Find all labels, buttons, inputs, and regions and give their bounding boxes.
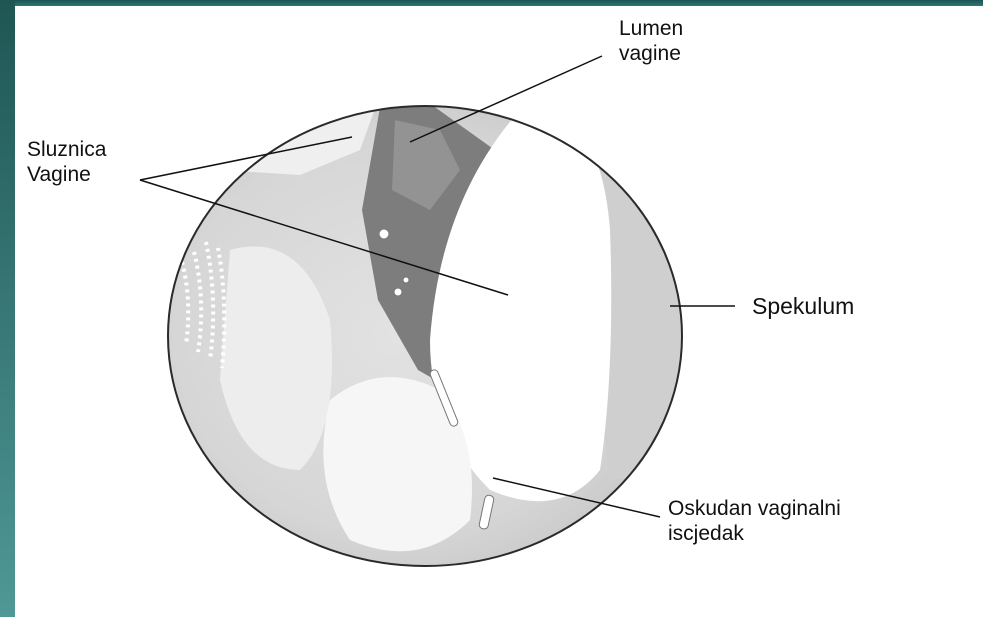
label-lumen-line1: Lumen (619, 16, 683, 41)
label-sluznica-line2: Vagine (27, 162, 106, 187)
label-lumen-line2: vagine (619, 41, 683, 66)
label-iscjedak-line2: iscjedak (668, 521, 841, 546)
label-sluznica-line1: Sluznica (27, 137, 106, 162)
label-lumen-vagine: Lumen vagine (619, 16, 683, 66)
label-iscjedak-line1: Oskudan vaginalni (668, 496, 841, 521)
label-oskudan-iscjedak: Oskudan vaginalni iscjedak (668, 496, 841, 546)
label-sluznica-vagine: Sluznica Vagine (27, 137, 106, 187)
label-spekulum: Spekulum (752, 294, 854, 319)
